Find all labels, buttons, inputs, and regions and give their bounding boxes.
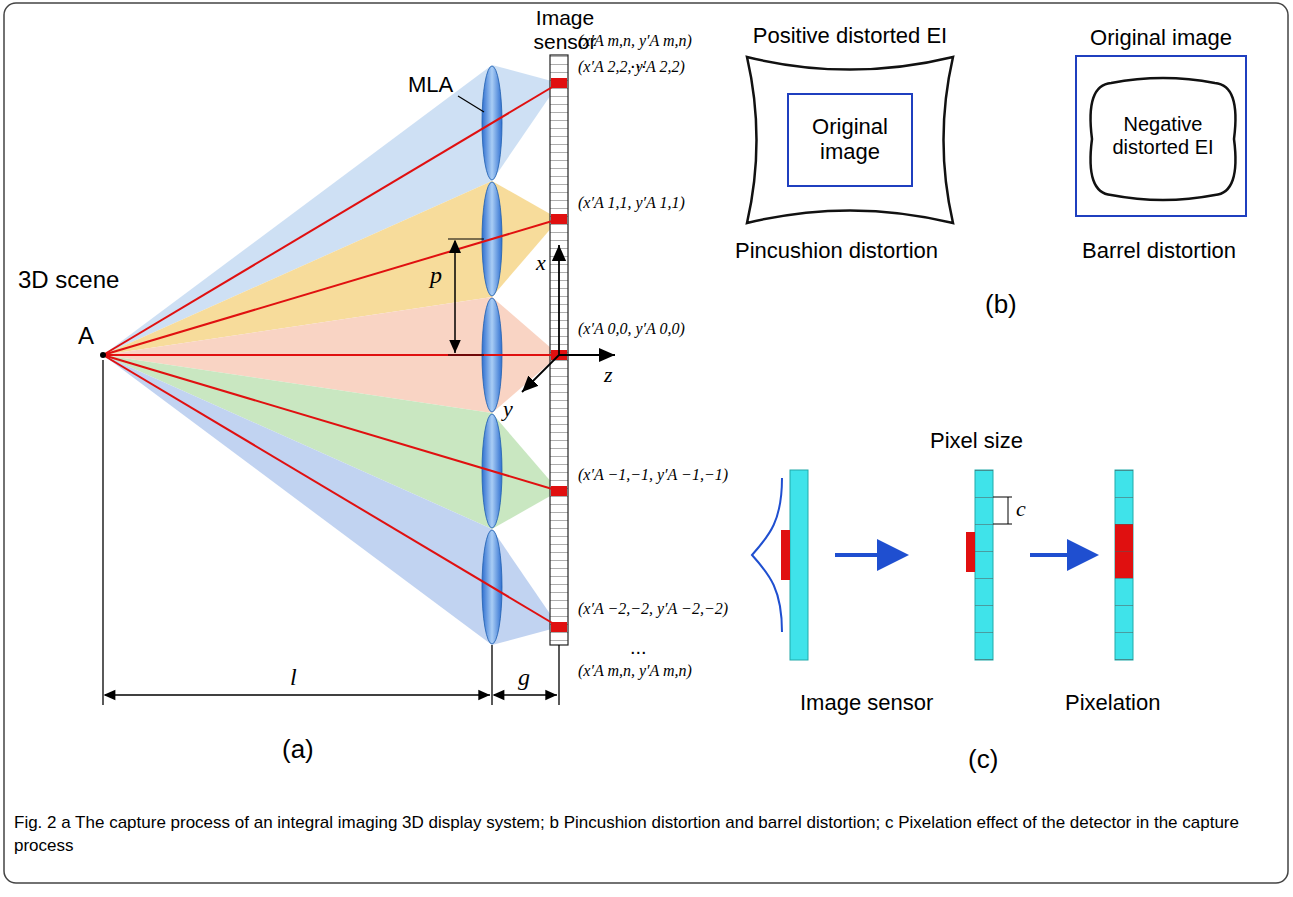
part-label: MLA xyxy=(408,72,453,97)
ellipsis: ... xyxy=(630,636,647,659)
point-label: A xyxy=(78,322,94,350)
dimension-label: c xyxy=(1016,496,1026,521)
barrel-shape: Negative distorted EI xyxy=(1089,79,1237,199)
coordinate-label: (x′A −2,−2, y′A −2,−2) xyxy=(578,600,728,618)
figure-caption: Fig. 2 a The capture process of an integ… xyxy=(14,812,1276,858)
axis-label: z xyxy=(604,362,613,387)
dimension-label: p xyxy=(430,262,442,290)
distortion-label: Barrel distortion xyxy=(1082,238,1236,263)
shape-text: Original image xyxy=(789,110,911,169)
leader-line xyxy=(458,96,484,112)
coordinate-label: (x′A 0,0, y′A 0,0) xyxy=(578,320,685,338)
original-image-box: Original image xyxy=(787,93,913,187)
axis-label: y xyxy=(503,396,513,421)
part-label: Pixel size xyxy=(930,428,1023,453)
dimension-label: g xyxy=(518,664,530,692)
coordinate-label: (x′A 1,1, y′A 1,1) xyxy=(578,194,685,212)
panel-label: (a) xyxy=(282,735,314,765)
pitch-tick xyxy=(448,239,484,240)
light-cones xyxy=(103,65,559,645)
coordinate-label: (x′A −1,−1, y′A −1,−1) xyxy=(578,466,728,484)
pitch-tick xyxy=(448,355,484,356)
original-image-box: Original imageNegative distorted EI xyxy=(1075,55,1247,217)
part-label: 3D scene xyxy=(18,266,119,294)
image-sensor xyxy=(550,55,568,645)
axis-label: x xyxy=(536,250,546,275)
pincushion-shape: Positive distorted EIOriginal image xyxy=(745,55,955,225)
pixelation-illustration xyxy=(752,470,1133,660)
panel-label: (c) xyxy=(968,745,998,775)
coordinate-label: (x′A m,n, y′A m,n) xyxy=(578,662,692,680)
part-label: Image sensor xyxy=(800,690,933,715)
shape-heading: Positive distorted EI xyxy=(753,23,947,49)
frame xyxy=(4,3,1288,883)
shape-heading: Original image xyxy=(1090,25,1232,51)
chief-rays xyxy=(103,83,559,627)
part-label: Pixelation xyxy=(1065,690,1160,715)
shape-text: Negative distorted EI xyxy=(1089,109,1237,163)
dimension-lines xyxy=(103,360,559,705)
panel-label: (b) xyxy=(985,290,1017,320)
point-a xyxy=(100,352,106,358)
distortion-label: Pincushion distortion xyxy=(735,238,938,263)
coordinate-label: (x′A m,n, y′A m,n) xyxy=(578,32,692,50)
dimension-label: l xyxy=(290,664,297,692)
pitch-dimension xyxy=(454,241,456,353)
coordinate-label: (x′A 2,2, y′A 2,2) xyxy=(578,58,685,76)
axes xyxy=(522,245,615,392)
